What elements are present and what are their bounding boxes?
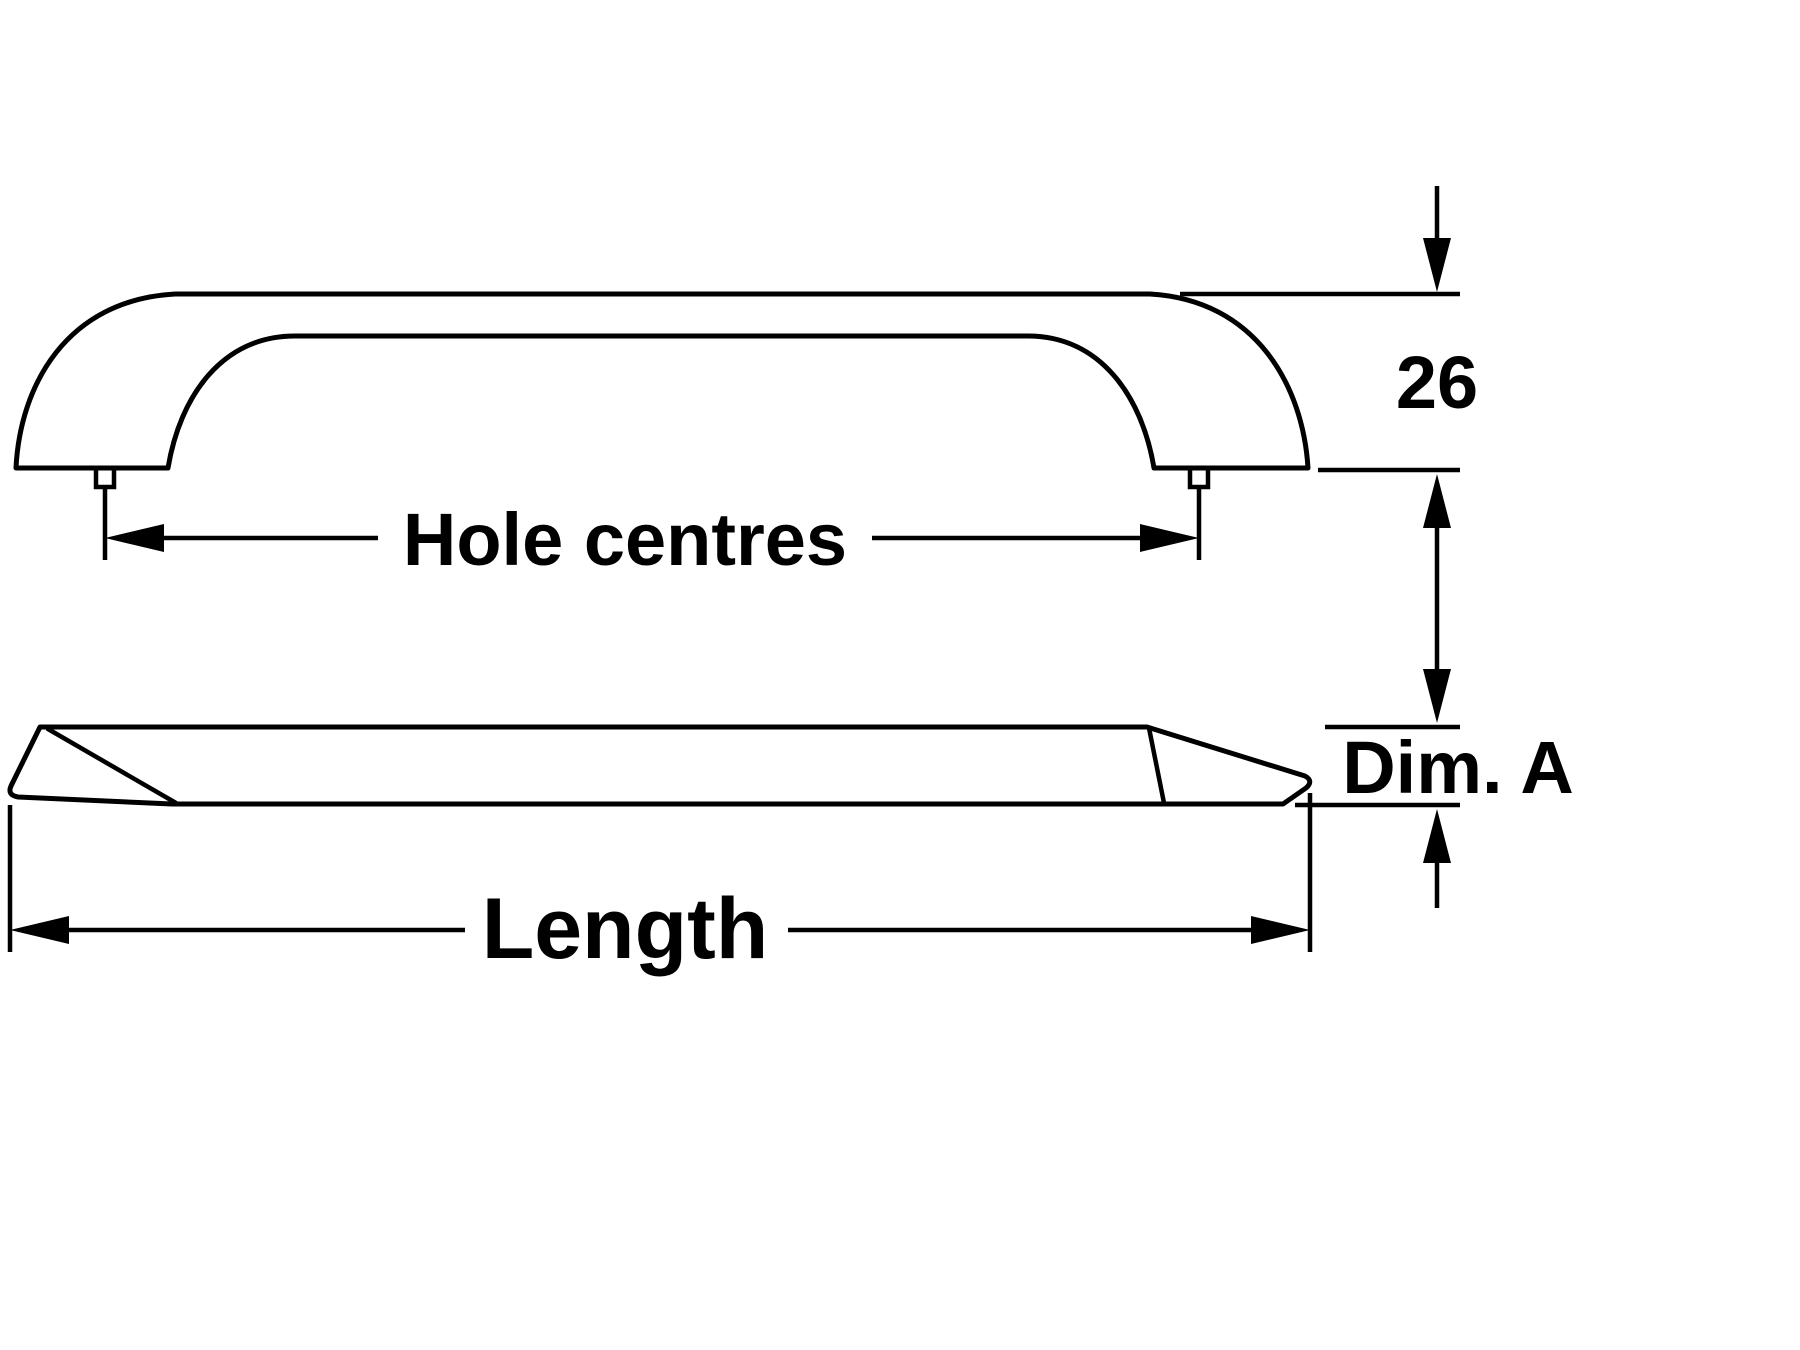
height-arrow-top [1423,238,1451,292]
handle-front-view [13,291,1311,490]
dim-a-arrow-bottom [1423,809,1451,863]
hole-centres-label: Hole centres [403,498,847,581]
side-view-left-bevel [45,726,179,806]
dim-a-label: Dim. A [1342,726,1574,809]
side-view-right-bevel [1146,725,1167,806]
handle-right-foot [1187,465,1211,490]
hole-centres-arrow-left [105,524,164,552]
hole-centres-dimension: Hole centres [102,487,1202,581]
length-label: Length [482,881,769,977]
handle-side-outline [7,724,1313,807]
dim-a-arrow-top [1423,669,1451,723]
handle-front-outline [13,291,1311,471]
length-arrow-left [10,916,69,944]
dim-a-dimension: Dim. A [1295,724,1574,908]
height-dimension: 26 [1180,186,1478,723]
height-arrow-bottom [1423,474,1451,528]
handle-side-view [7,724,1313,807]
height-label: 26 [1396,341,1478,424]
length-dimension: Length [7,793,1313,977]
hole-centres-arrow-right [1140,524,1199,552]
handle-left-foot [93,465,117,490]
length-arrow-right [1251,916,1310,944]
